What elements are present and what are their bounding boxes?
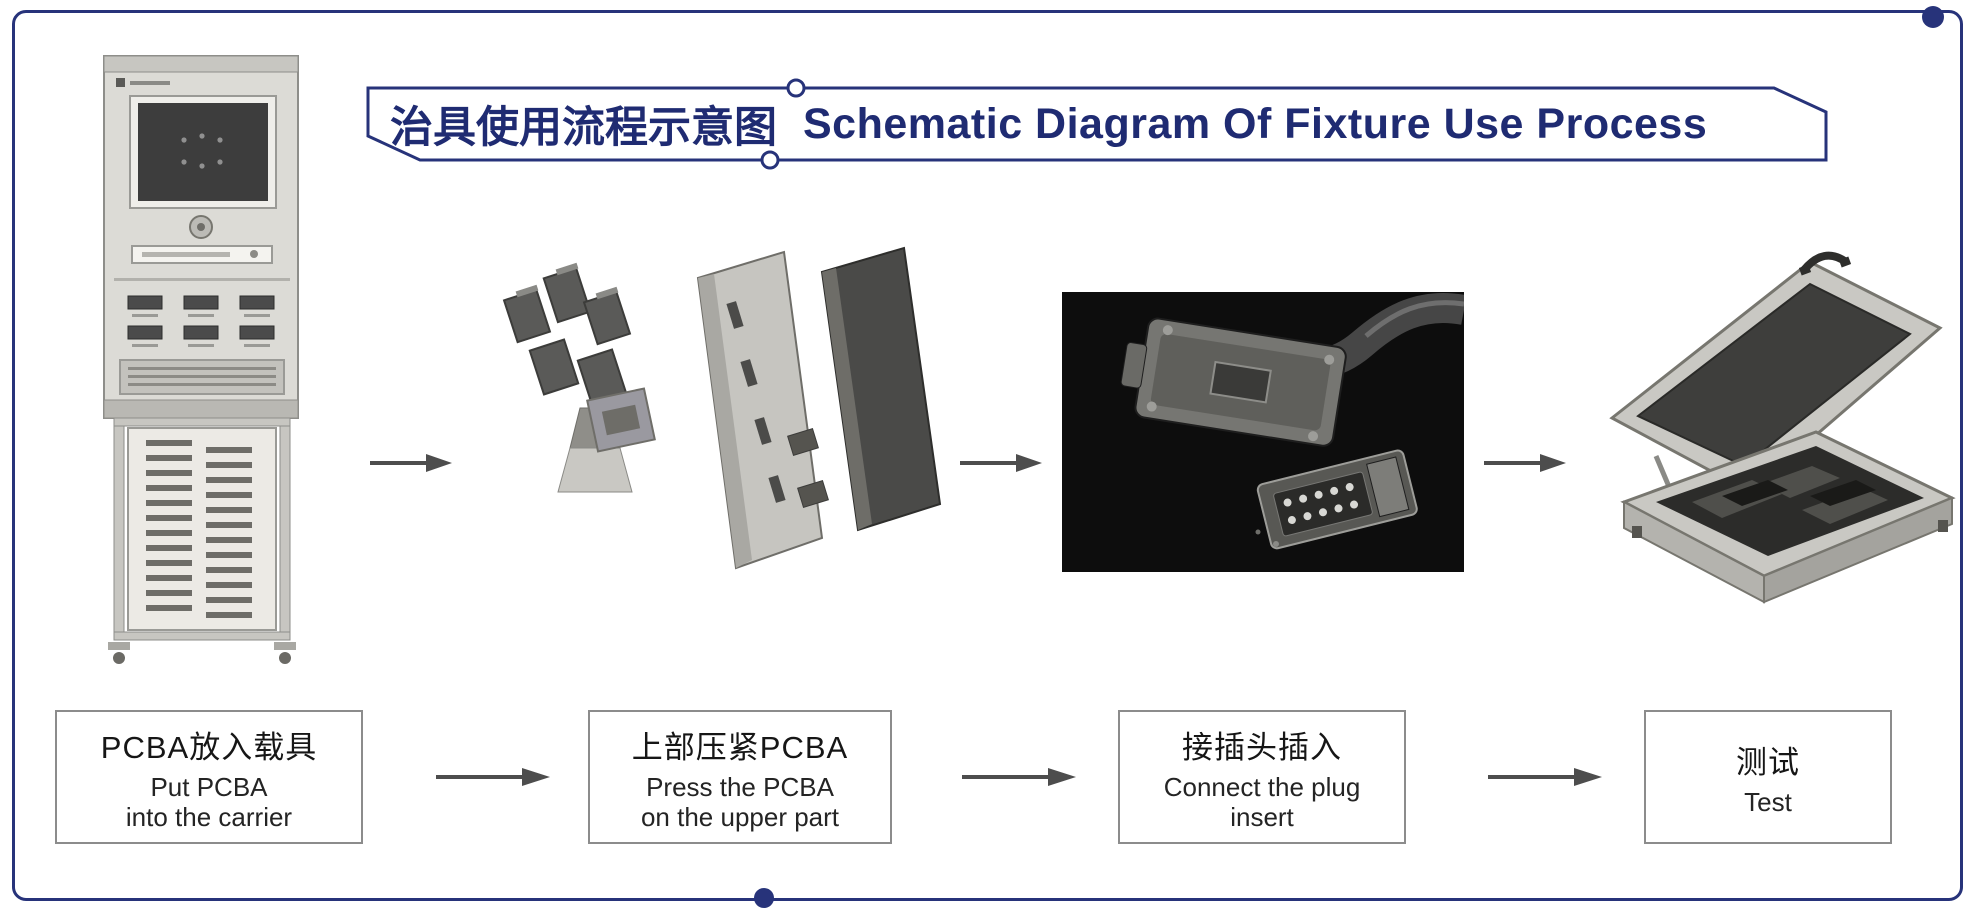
plug-connector-illustration [1062,292,1464,572]
machine-logo-icon [116,78,125,87]
step2-label-cn: 上部压紧PCBA [631,730,849,766]
page-title-cn: 治具使用流程示意图 [390,104,777,152]
machine-rack [127,427,277,631]
title-banner: 治具使用流程示意图 Schematic Diagram Of Fixture U… [366,78,1828,170]
page-title: 治具使用流程示意图 Schematic Diagram Of Fixture U… [366,86,1828,162]
step4-label-en-line1: Test [1744,786,1792,817]
corner-dot-top-right-icon [1922,6,1944,28]
step1-image-test-machine [88,50,316,672]
step1-label-en-line2: into the carrier [125,801,293,832]
step1-label-en-line1: Put PCBA [150,772,268,803]
arrow-right-icon [1488,766,1602,788]
fixture-assembly-illustration [502,246,942,570]
step2-label-box: 上部压紧PCBA Press the PCBA on the upper par… [588,710,892,844]
case-handle [1800,251,1849,273]
step2-label-en-line1: Press the PCBA [646,772,834,803]
step1-label-cn: PCBA放入载具 [100,730,318,766]
step3-label-box: 接插头插入 Connect the plug insert [1118,710,1406,844]
banner-node-top-icon [786,78,806,98]
machine-buttons [127,295,275,340]
arrow-right-icon [960,452,1042,474]
step3-image-plug-connector [1062,292,1464,572]
step3-label-cn: 接插头插入 [1182,730,1342,766]
step4-label-cn: 测试 [1736,744,1800,780]
probe-blocks [502,266,632,406]
arrow-right-icon [962,766,1076,788]
arrow-right-icon [1484,452,1566,474]
step4-image-test-fixture-case [1572,240,1964,630]
banner-node-bottom-icon [760,150,780,170]
plug-socket [1256,449,1418,550]
page-border [12,10,1963,901]
test-fixture-case-illustration [1609,251,1956,604]
page-title-en: Schematic Diagram Of Fixture Use Process [803,99,1708,148]
arrow-right-icon [436,766,550,788]
plug-housing [1120,317,1347,447]
step3-label-en-line2: insert [1230,801,1294,832]
step1-label-box: PCBA放入载具 Put PCBA into the carrier [55,710,363,844]
test-machine-illustration [103,55,299,664]
title-banner-frame [366,78,1828,170]
step3-label-en-line1: Connect the plug [1163,772,1361,803]
machine-screen [138,103,268,201]
arrow-right-icon [370,452,452,474]
step2-label-en-line2: on the upper part [640,801,840,832]
corner-dot-bottom-icon [754,888,774,908]
step4-label-box: 测试 Test [1644,710,1892,844]
step2-image-fixture-assembly [492,242,942,597]
